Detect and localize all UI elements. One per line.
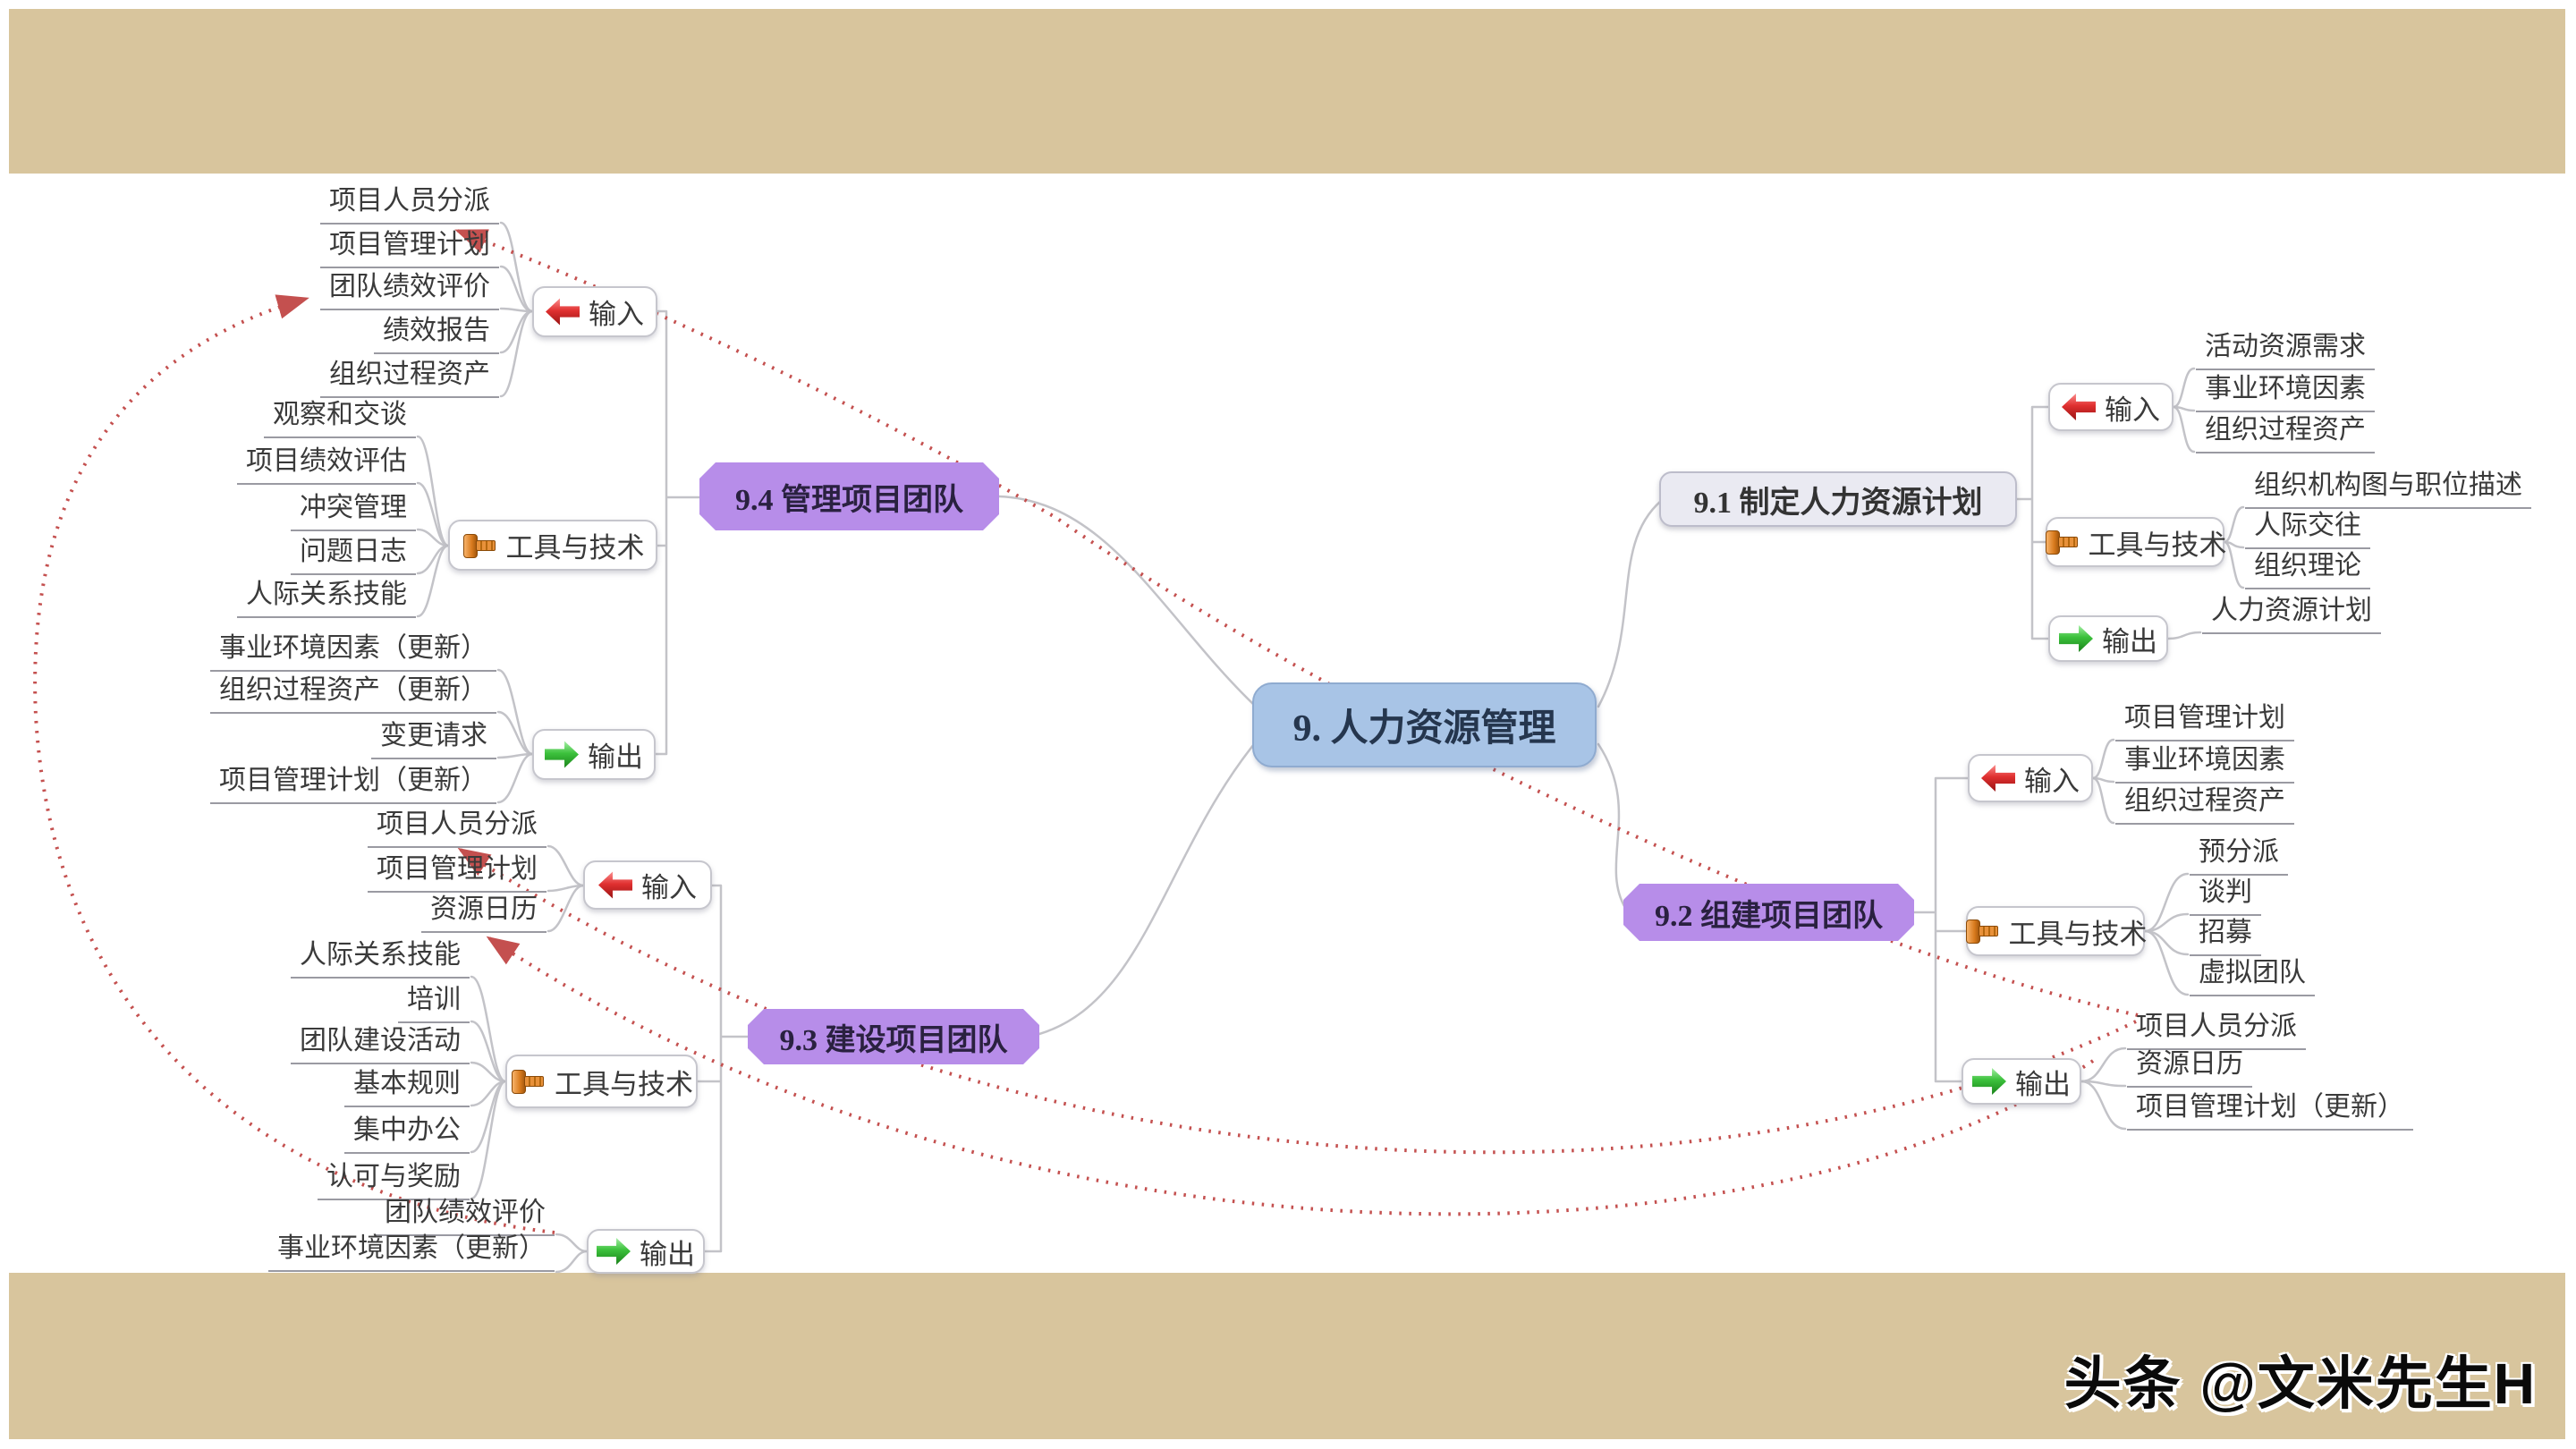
branch-label: 工具与技术 (2088, 529, 2227, 561)
leaf-item[interactable]: 基本规则 (344, 1066, 470, 1107)
central-topic[interactable]: 9. 人力资源管理 (1252, 682, 1597, 767)
leaf-item[interactable]: 组织过程资产 (2196, 412, 2375, 453)
branch-label: 输出 (588, 741, 643, 773)
leaf-item[interactable]: 项目绩效评估 (237, 444, 416, 485)
leaf-item[interactable]: 资源日历 (2127, 1046, 2252, 1088)
p93-input-node[interactable]: 输入 (583, 860, 712, 910)
leaf-item[interactable]: 活动资源需求 (2196, 329, 2375, 370)
p93-tools-node[interactable]: 工具与技术 (505, 1055, 698, 1108)
bolt-icon (1964, 916, 2000, 946)
leaf-item[interactable]: 项目人员分派 (2127, 1009, 2306, 1050)
leaf-item[interactable]: 项目管理计划 (2115, 700, 2294, 741)
leaf-item[interactable]: 人际交往 (2245, 508, 2370, 549)
branch-label: 输入 (641, 872, 697, 903)
p92-input-node[interactable]: 输入 (1968, 754, 2093, 802)
leaf-item[interactable]: 项目人员分派 (320, 183, 499, 225)
leaf-item[interactable]: 团队绩效评价 (320, 269, 499, 310)
leaf-item[interactable]: 项目管理计划 (368, 852, 547, 893)
p92-output-node[interactable]: 输出 (1962, 1058, 2081, 1105)
leaf-item[interactable]: 预分派 (2190, 835, 2288, 876)
branch-label: 输出 (2102, 625, 2157, 657)
leaf-item[interactable]: 团队建设活动 (291, 1023, 470, 1064)
p94-tools-node[interactable]: 工具与技术 (448, 520, 657, 571)
watermark: 头条 @文米先生H (2063, 1352, 2537, 1416)
leaf-item[interactable]: 冲突管理 (291, 490, 416, 531)
input-arrow-icon (1981, 765, 2015, 792)
leaf-item[interactable]: 组织机构图与职位描述 (2245, 468, 2531, 509)
leaf-item[interactable]: 事业环境因素 (2115, 742, 2294, 784)
branch-label: 输出 (640, 1238, 695, 1270)
bolt-icon (2044, 527, 2080, 557)
leaf-item[interactable]: 人际关系技能 (237, 577, 416, 618)
output-arrow-icon (2059, 625, 2093, 652)
p91-output-node[interactable]: 输出 (2048, 615, 2168, 662)
leaf-item[interactable]: 组织理论 (2245, 548, 2370, 589)
branch-label: 工具与技术 (505, 532, 645, 564)
leaf-item[interactable]: 组织过程资产 (320, 357, 499, 398)
bolt-icon (510, 1066, 546, 1097)
branch-label: 工具与技术 (555, 1068, 693, 1100)
bolt-icon (462, 530, 497, 561)
leaf-item[interactable]: 观察和交谈 (264, 397, 416, 438)
branch-label: 输入 (2024, 765, 2080, 797)
p94-input-node[interactable]: 输入 (532, 286, 657, 337)
output-arrow-icon (545, 741, 579, 768)
branch-label: 输出 (2015, 1068, 2071, 1100)
leaf-item[interactable]: 人际关系技能 (291, 937, 470, 979)
leaf-item[interactable]: 团队绩效评价 (376, 1195, 555, 1236)
output-arrow-icon (1972, 1068, 2006, 1095)
p93-output-node[interactable]: 输出 (587, 1229, 705, 1274)
leaf-item[interactable]: 虚拟团队 (2190, 955, 2315, 996)
process-9-2[interactable]: 9.2 组建项目团队 (1623, 884, 1914, 941)
p94-output-node[interactable]: 输出 (532, 729, 656, 780)
leaf-item[interactable]: 项目管理计划（更新） (2127, 1089, 2413, 1131)
leaf-item[interactable]: 培训 (398, 982, 470, 1023)
branch-label: 输入 (589, 299, 644, 330)
leaf-item[interactable]: 招募 (2190, 915, 2261, 956)
leaf-item[interactable]: 事业环境因素（更新） (268, 1231, 555, 1272)
leaf-item[interactable]: 组织过程资产（更新） (210, 673, 496, 714)
leaf-item[interactable]: 问题日志 (291, 534, 416, 575)
branch-label: 工具与技术 (2008, 918, 2148, 950)
leaf-item[interactable]: 变更请求 (371, 718, 496, 759)
output-arrow-icon (597, 1238, 631, 1265)
input-arrow-icon (598, 871, 632, 899)
process-9-4[interactable]: 9.4 管理项目团队 (699, 462, 999, 530)
leaf-item[interactable]: 人力资源计划 (2202, 593, 2381, 634)
leaf-item[interactable]: 谈判 (2190, 875, 2261, 916)
input-arrow-icon (2062, 394, 2096, 420)
leaf-item[interactable]: 项目人员分派 (368, 807, 547, 848)
process-9-1[interactable]: 9.1 制定人力资源计划 (1659, 471, 2017, 527)
p91-input-node[interactable]: 输入 (2048, 383, 2174, 431)
p91-tools-node[interactable]: 工具与技术 (2044, 517, 2227, 567)
leaf-item[interactable]: 事业环境因素 (2196, 371, 2375, 412)
leaf-item[interactable]: 项目管理计划（更新） (210, 763, 496, 804)
leaf-item[interactable]: 绩效报告 (374, 313, 499, 354)
branch-label: 输入 (2105, 394, 2160, 426)
top-banner (9, 9, 2565, 174)
bottom-banner (9, 1273, 2565, 1439)
leaf-item[interactable]: 项目管理计划 (320, 227, 499, 268)
p92-tools-node[interactable]: 工具与技术 (1964, 906, 2148, 956)
leaf-item[interactable]: 资源日历 (421, 892, 547, 933)
leaf-item[interactable]: 认可与奖励 (318, 1159, 470, 1200)
leaf-item[interactable]: 事业环境因素（更新） (210, 631, 496, 672)
input-arrow-icon (546, 298, 580, 326)
leaf-item[interactable]: 集中办公 (344, 1113, 470, 1154)
process-9-3[interactable]: 9.3 建设项目团队 (748, 1009, 1039, 1064)
leaf-item[interactable]: 组织过程资产 (2115, 784, 2294, 825)
